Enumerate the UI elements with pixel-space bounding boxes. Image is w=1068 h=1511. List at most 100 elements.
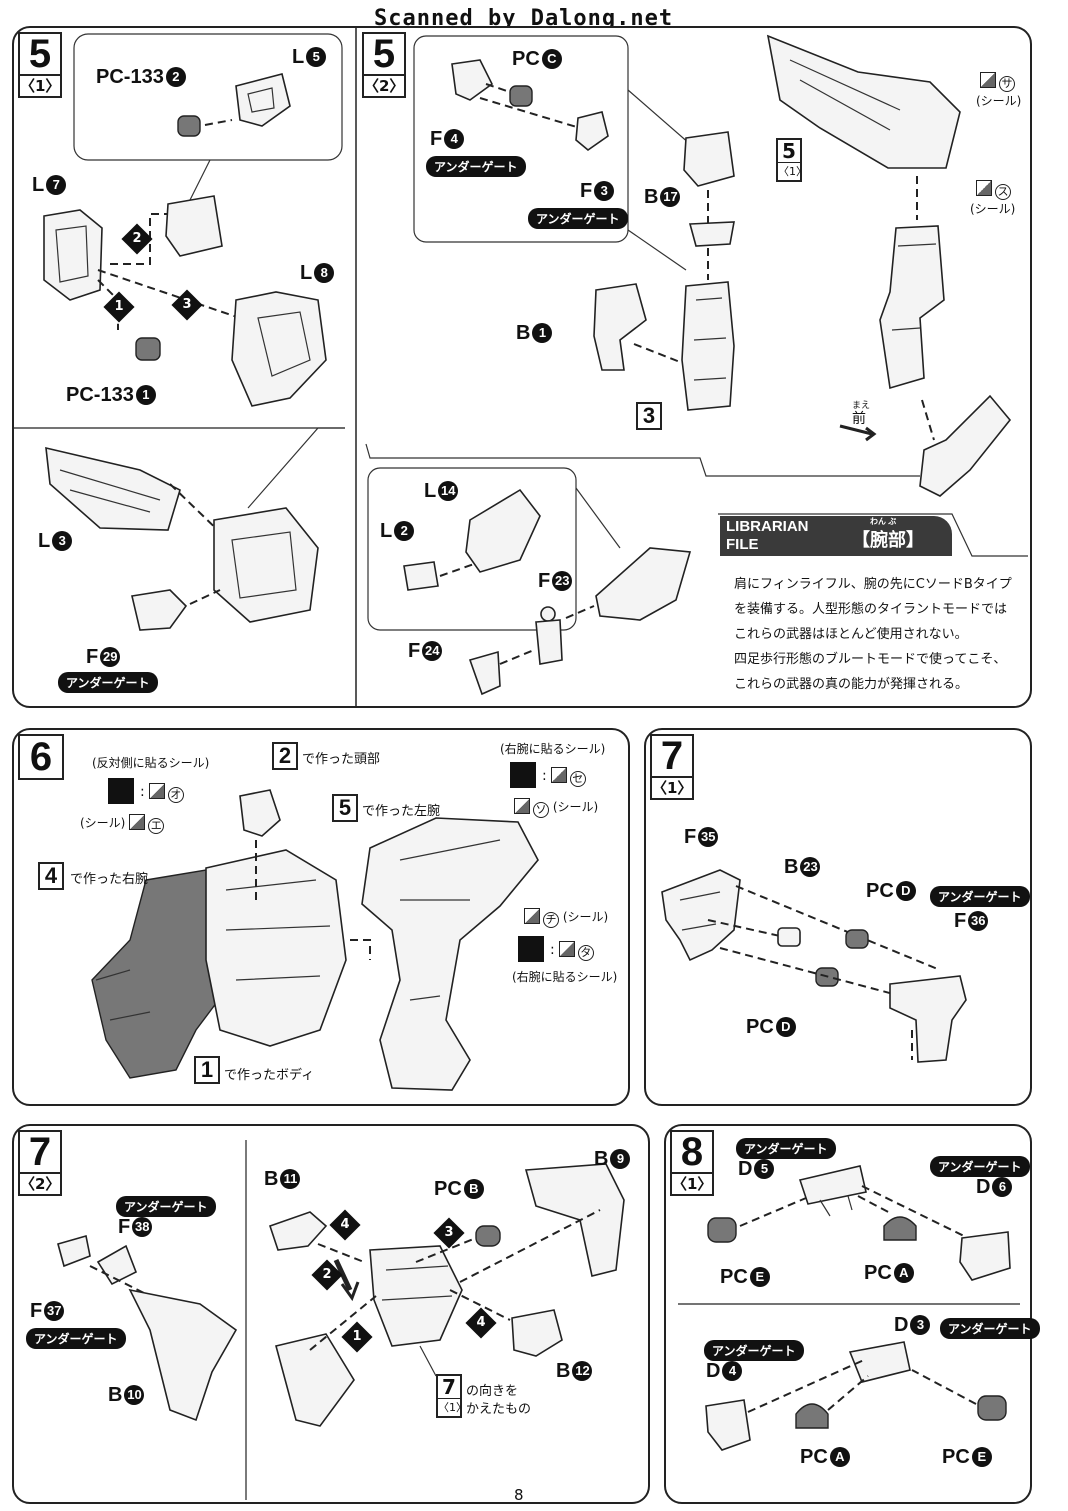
undergate-badge: アンダーゲート xyxy=(26,1328,126,1349)
undergate-badge: アンダーゲート xyxy=(704,1340,804,1361)
head-label: で作った頭部 xyxy=(302,752,381,767)
step-number: 7 xyxy=(20,1132,60,1174)
sticker-su: ス xyxy=(976,180,1011,200)
step-ref-2: 2 xyxy=(272,742,298,770)
undergate-badge: アンダーゲート xyxy=(426,156,526,177)
step-5-2-badge: 5 〈2〉 xyxy=(362,32,406,98)
sticker-sa: サ xyxy=(980,72,1015,92)
step-number: 5 xyxy=(20,34,60,76)
sequence-marker: 1 xyxy=(341,1321,373,1353)
sequence-marker: 3 xyxy=(433,1217,465,1249)
librarian-subject: 【腕部】 xyxy=(852,530,924,550)
librarian-ruby: わん ぶ xyxy=(870,517,897,526)
step-ref-1: 1 xyxy=(194,1056,220,1084)
undergate-badge: アンダーゲート xyxy=(930,886,1030,907)
sequence-marker: 4 xyxy=(329,1209,361,1241)
right-arm-sticker-note: (右腕に貼るシール) xyxy=(500,742,606,756)
sequence-marker: 2 xyxy=(311,1259,343,1291)
sequence-marker: 3 xyxy=(171,289,203,321)
step-ref-5: 5 xyxy=(332,794,358,822)
step-6-panel xyxy=(12,728,630,1106)
step-number: 5 xyxy=(364,34,404,76)
librarian-text: 肩にフィンライフル、腕の先にCソードBタイプ を装備する。人型形態のタイラントモ… xyxy=(734,577,1012,692)
step-7-2-panel xyxy=(12,1124,650,1504)
sticker-su-note: (シール) xyxy=(970,202,1016,216)
step-7-1-badge: 7 〈1〉 xyxy=(650,734,694,800)
front-label: 前 xyxy=(852,411,866,427)
opposite-side-sticker-note: (反対側に貼るシール) xyxy=(92,756,210,770)
step-substep: 〈1〉 xyxy=(672,1175,713,1193)
librarian-title-2: FILE xyxy=(726,536,759,553)
left-arm-label: で作った左腕 xyxy=(362,804,441,819)
step-8-1-badge: 8 〈1〉 xyxy=(670,1130,714,1196)
undergate-badge: アンダーゲート xyxy=(930,1156,1030,1177)
sequence-marker: 2 xyxy=(121,223,153,255)
sequence-marker: 4 xyxy=(465,1307,497,1339)
step-8-1-panel xyxy=(664,1124,1032,1504)
turned-note-2: かえたもの xyxy=(466,1402,532,1417)
librarian-file-header: LIBRARIAN FILE わん ぶ 【腕部】 xyxy=(720,516,952,556)
step-substep: 〈1〉 xyxy=(20,77,61,95)
undergate-badge: アンダーゲート xyxy=(940,1318,1040,1339)
step-ref-4: 4 xyxy=(38,862,64,890)
right-arm-sticker-note-2: (右腕に貼るシール) xyxy=(512,970,618,984)
sticker-se: :セ xyxy=(510,762,586,788)
undergate-badge: アンダーゲート xyxy=(116,1196,216,1217)
undergate-badge: アンダーゲート xyxy=(736,1138,836,1159)
step-ref-5-1: 5 〈1〉 xyxy=(776,138,807,182)
step-7-2-badge: 7 〈2〉 xyxy=(18,1130,62,1196)
sticker-o: :オ xyxy=(108,778,184,804)
step-substep: 〈1〉 xyxy=(652,779,693,797)
step-number: 6 xyxy=(29,735,53,779)
step-number: 8 xyxy=(672,1132,712,1174)
undergate-badge: アンダーゲート xyxy=(528,208,628,229)
sticker-ta: :タ xyxy=(518,936,594,962)
right-arm-label: で作った右腕 xyxy=(70,872,149,887)
step-5-1-badge: 5 〈1〉 xyxy=(18,32,62,98)
step-ref-7-1: 7 〈1〉 xyxy=(436,1374,467,1418)
turned-note-1: の向きを xyxy=(466,1384,519,1399)
front-ruby: まえ xyxy=(852,401,871,411)
step-6-badge: 6 xyxy=(18,734,64,780)
sticker-e: (シール) エ xyxy=(80,814,165,834)
sticker-chi: チ (シール) xyxy=(524,908,608,928)
step-ref-3: 3 xyxy=(636,402,662,430)
sticker-so: ソ (シール) xyxy=(514,798,598,818)
sequence-marker: 1 xyxy=(103,291,135,323)
undergate-badge: アンダーゲート xyxy=(58,672,158,693)
step-substep: 〈2〉 xyxy=(20,1175,61,1193)
librarian-title: LIBRARIAN xyxy=(726,518,809,535)
step-substep: 〈2〉 xyxy=(364,77,405,95)
